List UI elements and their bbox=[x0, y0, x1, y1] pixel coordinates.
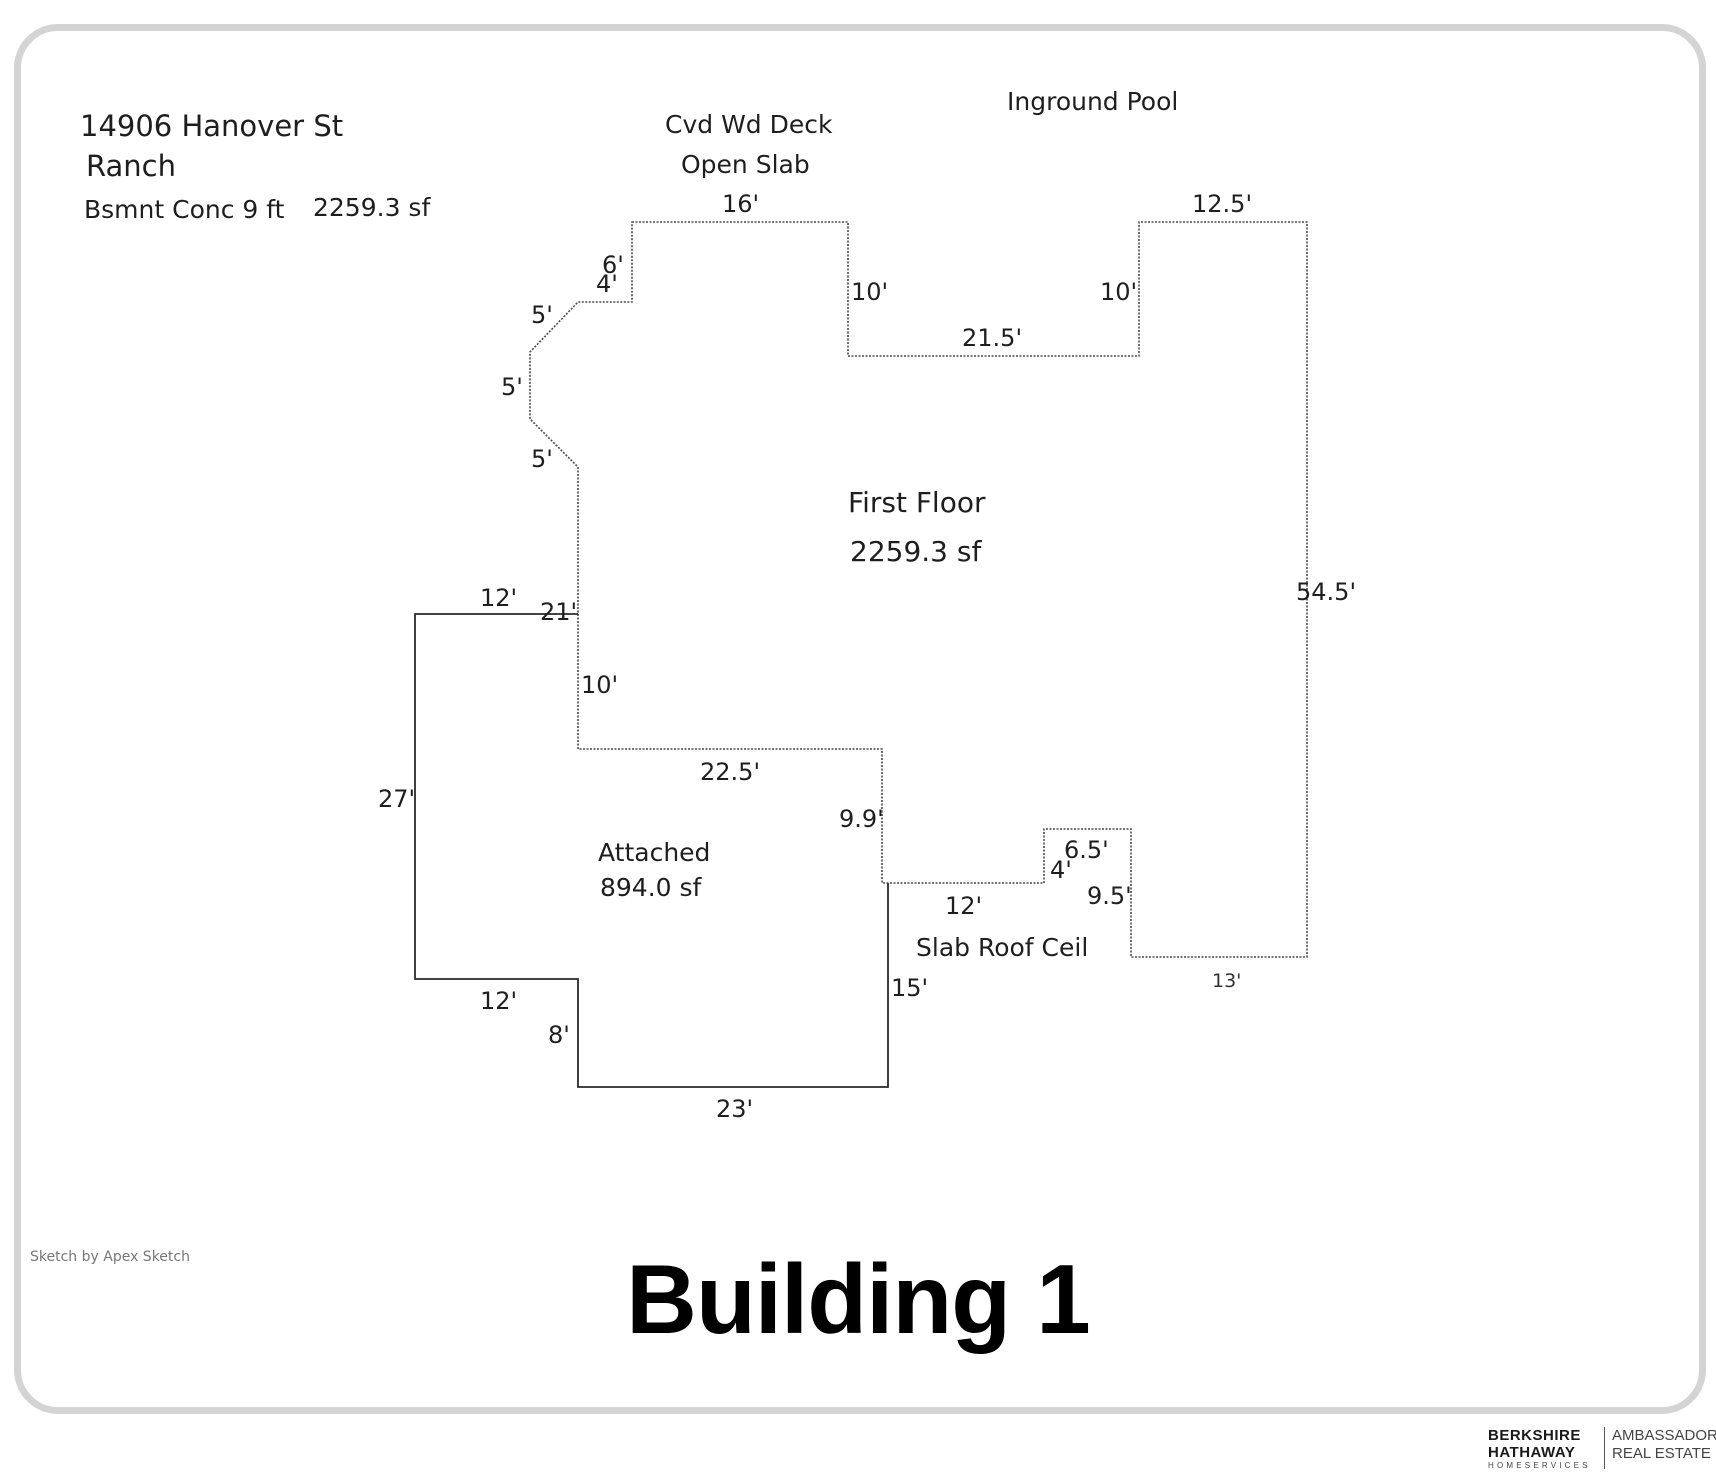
dim-label: 10' bbox=[851, 278, 889, 306]
deck-label: Cvd Wd Deck bbox=[665, 110, 833, 139]
brokerage-line-2: REAL ESTATE bbox=[1612, 1445, 1711, 1462]
dim-label: 12.5' bbox=[1192, 190, 1253, 218]
attached-name: Attached bbox=[598, 838, 711, 867]
first-floor-outline bbox=[529, 221, 1308, 958]
dim-label: 21' bbox=[540, 598, 578, 626]
attached-area: 894.0 sf bbox=[600, 873, 702, 902]
dim-label: 5' bbox=[501, 373, 523, 401]
pool-label: Inground Pool bbox=[1007, 87, 1179, 116]
slab-roof-label: Slab Roof Ceil bbox=[916, 933, 1089, 962]
property-style: Ranch bbox=[86, 149, 176, 183]
dim-label: 22.5' bbox=[700, 758, 761, 786]
basement-area: 2259.3 sf bbox=[313, 193, 431, 222]
dim-label: 12' bbox=[945, 892, 983, 920]
sketch-frame bbox=[14, 24, 1706, 1414]
dim-label: 5' bbox=[531, 301, 553, 329]
dim-label: 9.5' bbox=[1087, 882, 1132, 910]
dim-label: 8' bbox=[548, 1021, 570, 1049]
dim-label: 4' bbox=[1050, 856, 1072, 884]
first-floor-name: First Floor bbox=[848, 486, 986, 519]
dim-label: 15' bbox=[891, 974, 929, 1002]
dim-label: 13' bbox=[1212, 970, 1242, 992]
dim-label: 10' bbox=[1100, 278, 1138, 306]
brokerage-line-1: AMBASSADOR bbox=[1612, 1427, 1716, 1444]
dim-label: 21.5' bbox=[962, 324, 1023, 352]
dim-label: 9.9' bbox=[839, 805, 884, 833]
dim-label: 6' bbox=[602, 251, 624, 279]
logo-divider bbox=[1604, 1427, 1605, 1469]
building-title: Building 1 bbox=[626, 1244, 1091, 1354]
sketch-credit: Sketch by Apex Sketch bbox=[30, 1249, 190, 1265]
dim-label: 12' bbox=[480, 987, 518, 1015]
dim-label: 23' bbox=[716, 1095, 754, 1123]
brokerage-logo: BERKSHIRE HATHAWAY HOMESERVICES AMBASSAD… bbox=[1488, 1427, 1716, 1471]
logo-line-2: HATHAWAY bbox=[1488, 1444, 1576, 1461]
dim-label: 16' bbox=[722, 190, 760, 218]
brokerage-name: AMBASSADOR REAL ESTATE bbox=[1612, 1427, 1716, 1463]
dim-label: 6.5' bbox=[1064, 836, 1109, 864]
dim-label: 54.5' bbox=[1296, 578, 1357, 606]
dim-label: 27' bbox=[378, 785, 416, 813]
first-floor-area: 2259.3 sf bbox=[850, 535, 982, 568]
dim-label: 10' bbox=[581, 671, 619, 699]
logo-line-1: BERKSHIRE bbox=[1488, 1427, 1581, 1444]
open-slab-label: Open Slab bbox=[681, 150, 810, 179]
dim-label: 5' bbox=[531, 445, 553, 473]
dim-label: 4' bbox=[596, 270, 618, 298]
dim-label: 12' bbox=[480, 584, 518, 612]
basement-description: Bsmnt Conc 9 ft bbox=[84, 195, 285, 224]
attached-garage-outline bbox=[414, 613, 889, 1088]
logo-line-3: HOMESERVICES bbox=[1488, 1461, 1591, 1470]
property-address: 14906 Hanover St bbox=[80, 109, 344, 143]
